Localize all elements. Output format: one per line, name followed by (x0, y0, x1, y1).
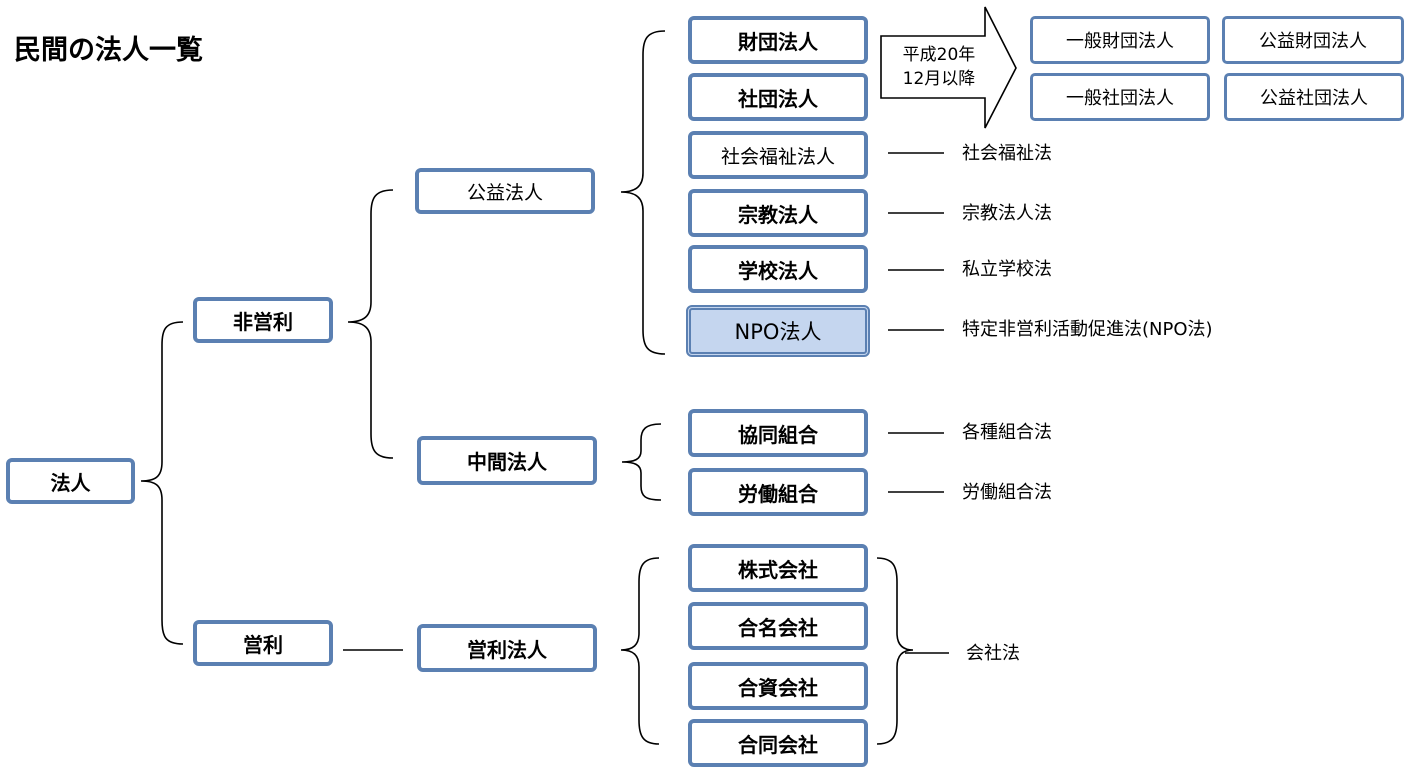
node-goshi: 合資会社 (688, 662, 868, 710)
node-cooperative: 協同組合 (688, 409, 868, 457)
public-interest-brace (620, 30, 666, 355)
law-religious: 宗教法人法 (962, 203, 1052, 224)
node-public-shadan: 公益社団法人 (1224, 73, 1404, 121)
node-root: 法人 (6, 458, 135, 504)
law-company: 会社法 (966, 643, 1020, 664)
root-brace (140, 321, 184, 645)
node-godo: 合同会社 (688, 719, 868, 767)
arrow-date-line2: 12月以降 (902, 69, 976, 89)
node-nonprofit: 非営利 (193, 297, 333, 343)
company-law-brace (876, 557, 914, 745)
law-school: 私立学校法 (962, 259, 1052, 280)
node-general-zaidan: 一般財団法人 (1030, 16, 1210, 64)
node-kabushiki: 株式会社 (688, 544, 868, 592)
node-npo: NPO法人 (686, 305, 870, 357)
node-commercial: 営利法人 (417, 624, 597, 672)
transition-arrow (880, 6, 1017, 129)
node-forprofit: 営利 (193, 620, 333, 666)
node-welfare: 社会福祉法人 (688, 131, 868, 179)
node-intermediate: 中間法人 (417, 436, 597, 485)
page-title: 民間の法人一覧 (14, 35, 203, 66)
law-npo: 特定非営利活動促進法(NPO法) (962, 319, 1213, 340)
node-school: 学校法人 (688, 245, 868, 293)
node-general-shadan: 一般社団法人 (1030, 73, 1210, 121)
node-labor-union: 労働組合 (688, 468, 868, 516)
law-labor-union: 労働組合法 (962, 482, 1052, 503)
node-shadan: 社団法人 (688, 73, 868, 121)
node-public-interest: 公益法人 (415, 168, 595, 214)
node-gomei: 合名会社 (688, 602, 868, 650)
nonprofit-brace (347, 189, 394, 459)
node-religious: 宗教法人 (688, 189, 868, 237)
law-welfare: 社会福祉法 (962, 143, 1052, 164)
arrow-date-line1: 平成20年 (902, 45, 976, 65)
law-cooperative: 各種組合法 (962, 422, 1052, 443)
node-zaidan: 財団法人 (688, 16, 868, 64)
intermediate-brace (621, 423, 662, 501)
commercial-brace (620, 557, 660, 745)
node-public-zaidan: 公益財団法人 (1222, 16, 1404, 64)
